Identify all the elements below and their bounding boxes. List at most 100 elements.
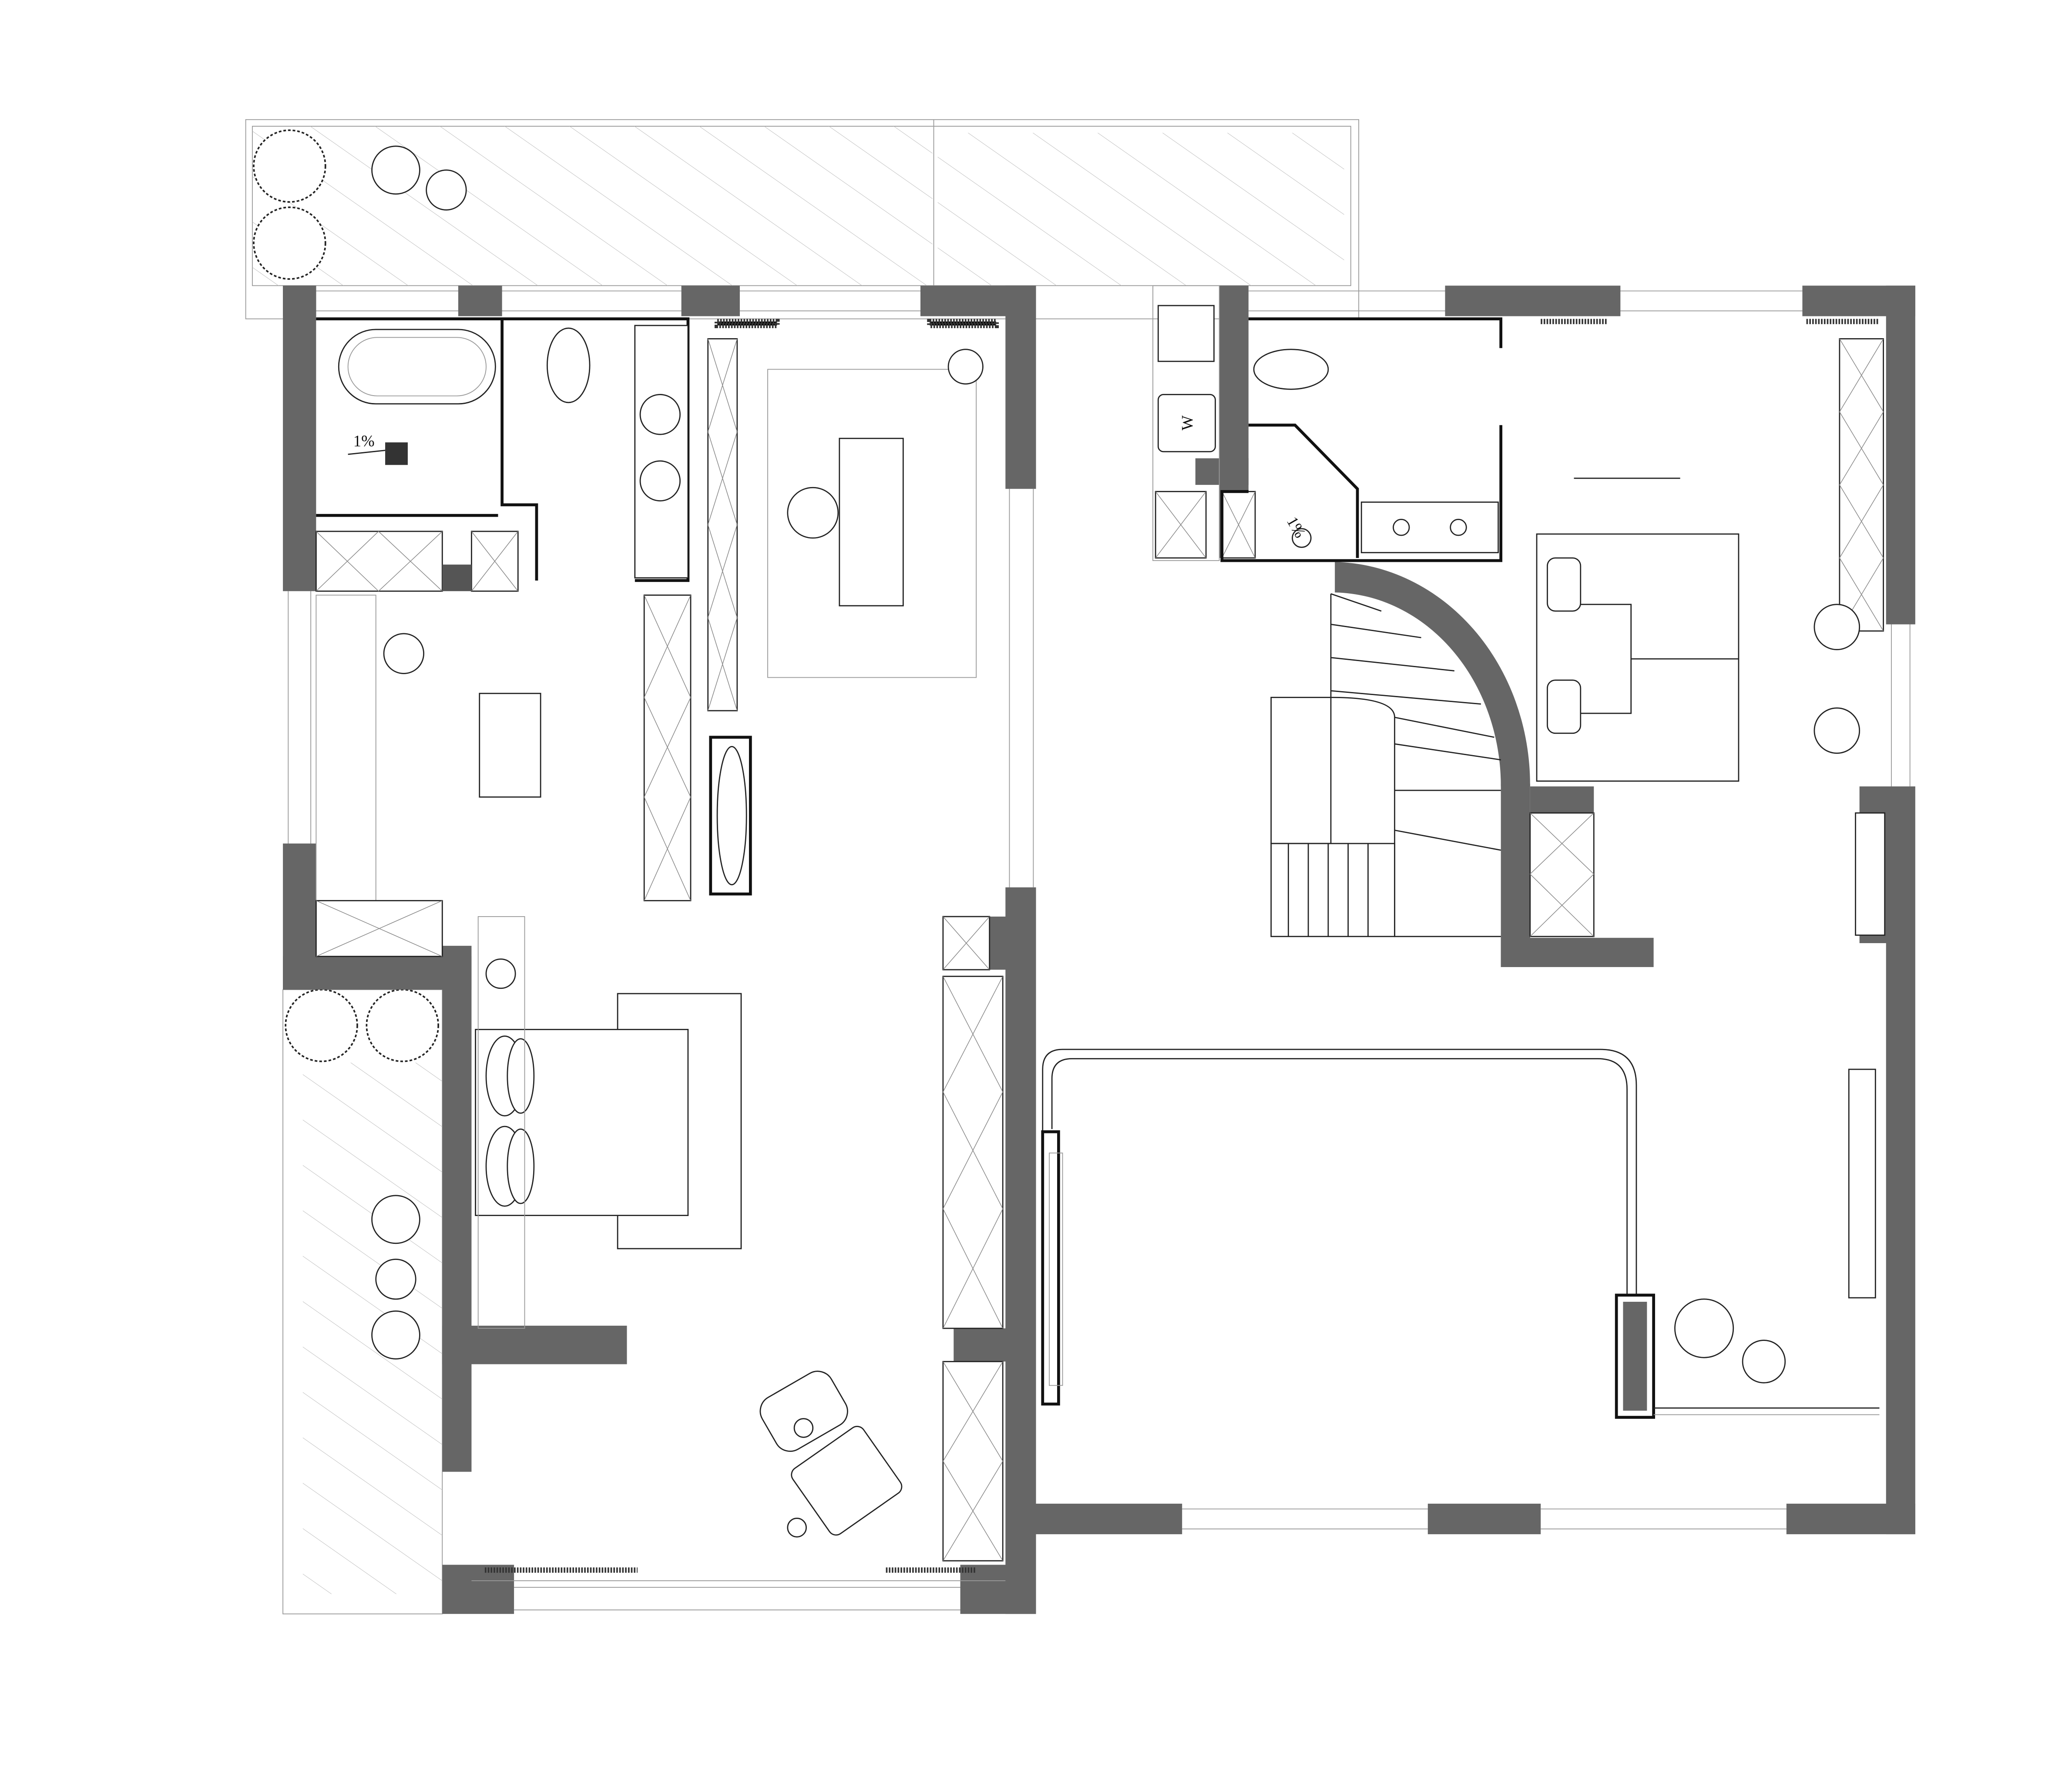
plan-line — [1886, 943, 1915, 1535]
wardrobe — [942, 1361, 1004, 1562]
floor-lamp — [787, 1518, 807, 1538]
plan-line — [316, 900, 443, 957]
plan-line — [1195, 458, 1249, 485]
tree-icon — [253, 206, 326, 280]
wardrobe — [1848, 1068, 1876, 1299]
lounge-chair — [371, 1195, 420, 1244]
lounge-chair — [371, 145, 420, 195]
rug — [767, 369, 977, 678]
radiator — [927, 319, 999, 328]
wardrobe — [1839, 338, 1884, 632]
dressing-room — [315, 595, 752, 957]
armchair — [1674, 1298, 1734, 1358]
plan-line — [1335, 562, 1530, 786]
second-bathroom: 1% — [1220, 317, 1503, 562]
plan-line — [1152, 285, 1220, 561]
chair — [1813, 604, 1860, 650]
pillow — [1547, 557, 1582, 612]
plan-line — [458, 286, 502, 316]
left-balcony — [282, 988, 443, 1615]
vanity — [1360, 501, 1499, 554]
bathtub — [338, 329, 496, 405]
windows — [288, 290, 1911, 1610]
lounge-chair — [371, 1310, 420, 1360]
plan-line — [681, 286, 740, 316]
utility-sink — [1157, 305, 1215, 362]
plan-line — [1049, 1152, 1063, 1386]
sink — [639, 460, 681, 502]
plan-line — [315, 531, 443, 592]
plan-line — [1427, 1503, 1541, 1535]
plan-line — [1005, 887, 1036, 1614]
study — [707, 319, 999, 712]
plan-line — [507, 1128, 535, 1204]
railing — [1042, 1048, 1637, 1295]
walls — [283, 286, 1915, 1614]
plan-line — [283, 286, 316, 591]
plan-line — [383, 633, 424, 674]
staircase — [1270, 593, 1501, 937]
master-bathroom: 1% — [315, 317, 690, 592]
plan-line — [1330, 593, 1501, 851]
plan-line — [316, 531, 443, 591]
ottoman — [479, 692, 541, 798]
plan-line — [1287, 843, 1369, 937]
bathtub — [709, 736, 752, 896]
plan-line — [1501, 937, 1654, 967]
plan-line — [442, 1565, 514, 1614]
toilet — [1253, 349, 1329, 390]
sink — [1393, 519, 1410, 536]
plan-line — [954, 1328, 1036, 1362]
desk-chair — [787, 487, 839, 539]
plan-line — [1855, 812, 1886, 936]
plan-line — [644, 595, 691, 901]
washer — [1157, 394, 1216, 453]
plan-line — [1005, 286, 1036, 489]
floor-drain-icon — [1292, 528, 1312, 548]
plan-line — [442, 1325, 627, 1364]
plan-line — [442, 564, 472, 591]
guest-bedroom — [1529, 319, 1886, 937]
side-table — [426, 169, 467, 211]
vanity — [634, 325, 689, 579]
toilet — [547, 327, 591, 403]
tree-icon — [253, 129, 326, 203]
plan-line — [348, 450, 386, 455]
plan-line — [1886, 286, 1915, 625]
plan-line — [793, 1418, 814, 1438]
plan-line — [1501, 783, 1530, 967]
plan-line — [1445, 286, 1621, 316]
plan-line — [1623, 1302, 1647, 1411]
plan-line — [1530, 786, 1594, 813]
wardrobe — [1529, 812, 1595, 937]
tree-icon — [366, 988, 439, 1062]
laundry: W — [1152, 285, 1256, 561]
slope-label: 1% — [353, 432, 375, 450]
plan-line — [943, 1361, 1003, 1561]
washer-label: W — [1179, 415, 1196, 430]
plan-line — [283, 956, 472, 990]
tree-icon — [285, 988, 358, 1062]
plan-line — [442, 946, 472, 1472]
desk — [1615, 1293, 1656, 1419]
side-table — [1742, 1340, 1786, 1384]
plan-line — [477, 916, 525, 1329]
plan-line — [943, 916, 990, 970]
plan-line — [1839, 338, 1884, 632]
plan-line — [1051, 1058, 1628, 1295]
plan-line — [245, 119, 1360, 319]
plan-line — [1580, 604, 1739, 714]
sink — [1450, 519, 1467, 536]
master-bedroom — [471, 916, 1006, 1581]
plan-line — [283, 286, 316, 316]
plan-line — [471, 531, 518, 591]
floor-drain-icon — [385, 442, 408, 465]
armchair — [791, 1426, 903, 1536]
plan-line — [252, 126, 933, 286]
wardrobe — [942, 975, 1004, 1329]
plan-line — [1036, 1503, 1182, 1535]
radiator — [714, 319, 780, 328]
chair — [1813, 707, 1860, 754]
plan-line — [1155, 491, 1206, 558]
nightstand-lamp — [485, 958, 516, 989]
